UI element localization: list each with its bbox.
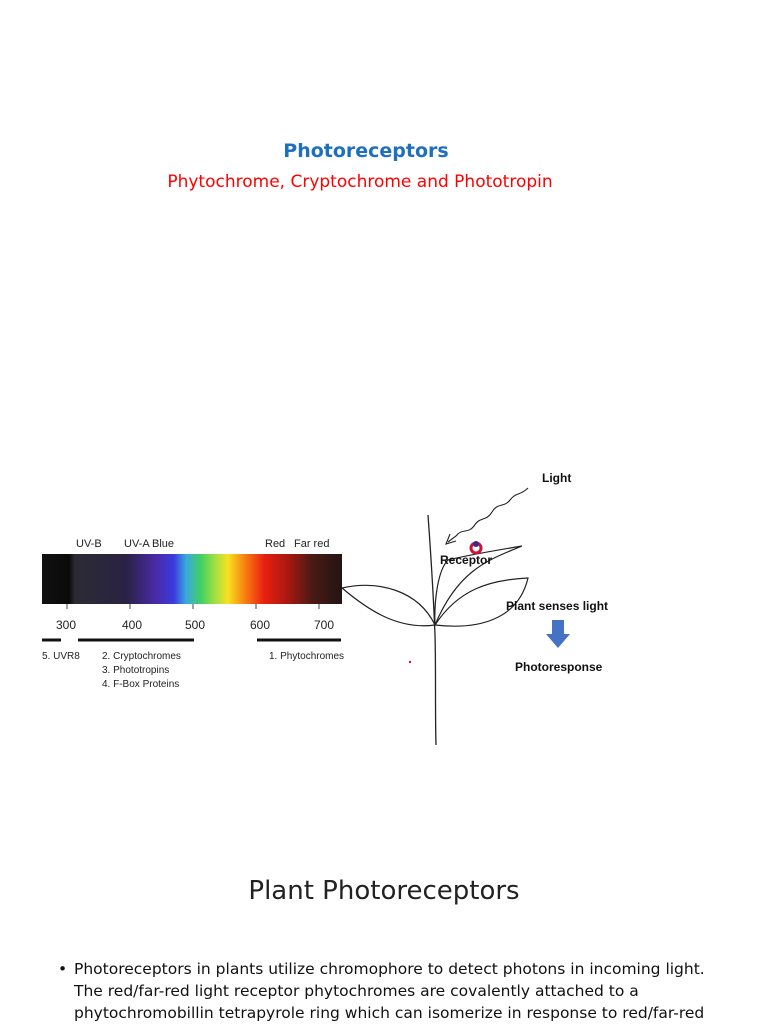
group-cryptochromes: 2. Cryptochromes <box>102 651 181 662</box>
lower-right-leaf <box>434 577 529 627</box>
light-spectrum-figure: UV-B UV-A Blue Red Far red 300 400 500 6… <box>42 538 344 690</box>
band-label-far-red: Far red <box>294 538 329 550</box>
plant-stem <box>427 514 437 746</box>
receptor-dot <box>473 541 479 547</box>
receptor-label: Receptor <box>440 553 492 567</box>
page-title: Photoreceptors <box>283 140 449 162</box>
tick-300: 300 <box>56 618 76 632</box>
light-wave <box>447 487 529 543</box>
group-phototropins: 3. Phototropins <box>102 665 169 676</box>
plant-light-diagram: Light Receptor Plant senses light Photor… <box>340 471 608 746</box>
band-label-uvb: UV-B <box>76 538 102 550</box>
light-arrowhead <box>445 533 457 545</box>
page-subtitle: Phytochrome, Cryptochrome and Phototropi… <box>167 172 553 192</box>
upper-right-leaf <box>434 545 523 626</box>
group-phytochromes: 1. Phytochromes <box>269 651 344 662</box>
section-title: Plant Photoreceptors <box>248 876 520 906</box>
stray-dot <box>408 660 412 664</box>
down-arrow-icon <box>546 620 570 648</box>
group-fbox: 4. F-Box Proteins <box>102 679 179 690</box>
tick-500: 500 <box>185 618 205 632</box>
band-label-uva: UV-A <box>124 538 150 550</box>
band-label-blue: Blue <box>152 538 174 550</box>
tick-600: 600 <box>250 618 270 632</box>
band-label-red: Red <box>265 538 285 550</box>
bullet-text: Photoreceptors in plants utilize chromop… <box>74 960 705 1022</box>
light-label: Light <box>542 471 571 485</box>
spectrum-bar <box>42 554 342 604</box>
response-label: Photoresponse <box>515 660 603 674</box>
bullet-marker: • <box>58 960 68 978</box>
senses-label: Plant senses light <box>506 599 608 613</box>
group-uvr8: 5. UVR8 <box>42 651 80 662</box>
tick-400: 400 <box>122 618 142 632</box>
left-leaf <box>340 584 436 627</box>
bullet-item: • Photoreceptors in plants utilize chrom… <box>58 958 738 1024</box>
tick-700: 700 <box>314 618 334 632</box>
